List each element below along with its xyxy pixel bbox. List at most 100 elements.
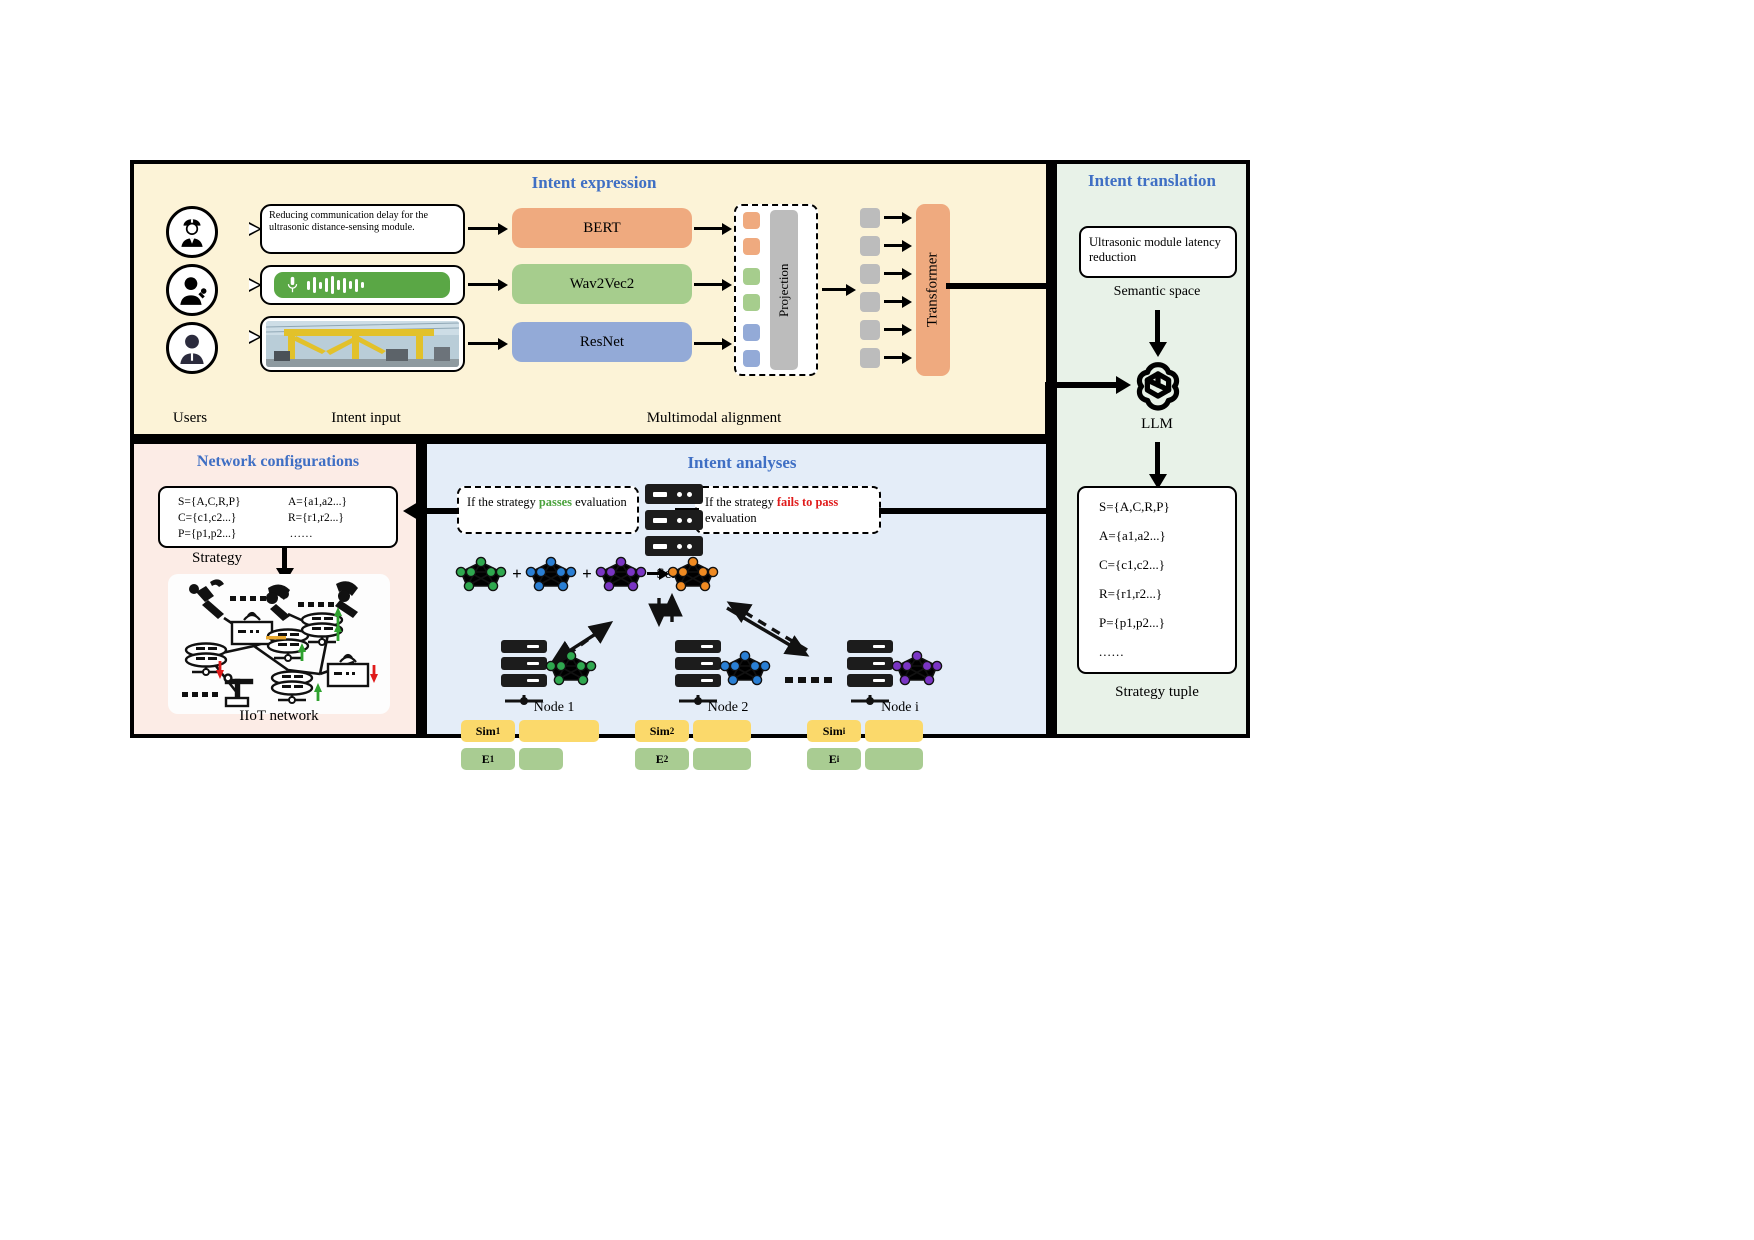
arrowhead-token4 (902, 296, 912, 308)
panel-intent-analyses: Intent analyses If the strategy passes e… (403, 438, 1055, 770)
strategy-tuple-box: S={A,C,R,P} A={a1,a2...} C={c1,c2...} R=… (1077, 486, 1237, 674)
arrowhead-text-to-bert (498, 223, 508, 235)
caption-strategy: Strategy (192, 550, 242, 566)
bubble-tail-text (249, 222, 262, 236)
arrowhead-pass-to-strategy (403, 502, 418, 520)
panel-network-configurations: Network configurations S={A,C,R,P} C={c1… (130, 438, 420, 738)
client-model-blue (525, 556, 577, 597)
node-2-model (719, 650, 771, 691)
server-unit-3 (645, 536, 703, 556)
arrow-proj-to-tokens (822, 288, 848, 292)
node-i-stand (847, 692, 893, 705)
arrowhead-aggregate (659, 568, 669, 580)
arrow-token1 (884, 216, 904, 219)
caption-strategy-tuple: Strategy tuple (1115, 684, 1199, 700)
strategy-tuple-line-6: ...... (1099, 644, 1125, 659)
caption-llm: LLM (1141, 416, 1173, 432)
e-bar-node-i-label: E (828, 751, 837, 766)
arrow-strategy-to-iiot (282, 548, 287, 572)
arrowhead-token6 (902, 352, 912, 364)
pass-condition-box: If the strategy passes evaluation (457, 486, 639, 534)
arrow-token5 (884, 328, 904, 331)
fused-token-1 (860, 208, 880, 228)
strategy-line-right-1: A={a1,a2...} (288, 496, 348, 508)
aggregation-plus-2: + (582, 564, 592, 583)
e-bar-node-1-sub: 1 (489, 754, 495, 764)
node-i-rack (847, 640, 893, 692)
node-i-model (891, 650, 943, 691)
panel-title-intent-translation: Intent translation (1088, 171, 1216, 190)
fused-token-4 (860, 292, 880, 312)
node-2-stand (675, 692, 721, 705)
arrow-resnet-to-proj (694, 342, 724, 346)
avatar-manager (166, 322, 218, 374)
node-1-stand (501, 692, 547, 705)
pass-condition-prefix: If the strategy (467, 495, 539, 509)
arrowhead-audio-to-wav (498, 279, 508, 291)
arrow-audio-to-wav (468, 283, 500, 287)
bubble-text-intent: Reducing communication delay for the ult… (260, 204, 465, 254)
caption-semantic-space: Semantic space (1113, 284, 1201, 299)
arrow-token4 (884, 300, 904, 303)
label-node-2: Node 2 (707, 700, 749, 715)
strategy-tuple-line-4: R={r1,r2...} (1099, 586, 1163, 601)
token-text-2 (743, 238, 760, 255)
arrowhead-token3 (902, 268, 912, 280)
fused-token-2 (860, 236, 880, 256)
fused-token-5 (860, 320, 880, 340)
strategy-line-right-3: ...... (290, 528, 314, 540)
e-bar-node-i-sub: i (836, 754, 840, 764)
sim-bar-node-i-label: Sim (822, 723, 843, 738)
caption-multimodal-alignment: Multimodal alignment (646, 410, 782, 426)
transformer-block (916, 204, 950, 376)
arrow-image-to-resnet (468, 342, 500, 346)
panel-title-network-configurations: Network configurations (196, 453, 360, 470)
strategy-line-left-3: P={p1,p2...} (178, 528, 237, 540)
architecture-figure: Intent expression Users Reducing communi… (130, 160, 1250, 770)
panel-intent-translation: Intent translation Ultrasonic module lat… (1050, 160, 1250, 738)
strategy-tuple-line-5: P={p1,p2...} (1099, 615, 1166, 630)
caption-users: Users (172, 410, 208, 426)
arrow-text-to-bert (468, 227, 500, 231)
strategy-line-right-2: R={r1,r2...} (288, 512, 344, 524)
client-model-purple (595, 556, 647, 597)
projection-bar (770, 210, 798, 370)
arrow-token3 (884, 272, 904, 275)
pass-condition-suffix: evaluation (571, 495, 627, 509)
encoder-resnet: ResNet (512, 322, 692, 362)
caption-intent-input: Intent input (331, 410, 401, 426)
fail-condition-prefix: If the strategy (705, 495, 777, 509)
encoder-bert-label: BERT (583, 219, 621, 236)
bubble-tail-audio (249, 278, 262, 292)
node-server-exchange-arrows (550, 592, 810, 666)
fused-token-6 (860, 348, 880, 368)
token-audio-2 (743, 294, 760, 311)
global-model-orange (667, 556, 719, 597)
arrowhead-wav-to-proj (722, 279, 732, 291)
arrowhead-resnet-to-proj (722, 338, 732, 350)
arrowhead-llm-to-tuple (1149, 474, 1167, 489)
transformer-label: Transformer (924, 252, 941, 328)
sim-bar-node-2-sub: 2 (669, 726, 675, 736)
strategy-tuple-line-3: C={c1,c2...} (1099, 557, 1166, 572)
fail-condition-highlight: fails to pass (776, 495, 839, 509)
factory-photo (266, 321, 459, 367)
strategy-line-left-2: C={c1,c2...} (178, 512, 237, 524)
token-text-1 (743, 212, 760, 229)
e-bar-node-i-fill (865, 748, 923, 770)
arrow-aggregate (647, 572, 661, 576)
strategy-tuple-line-2: A={a1,a2...} (1099, 528, 1166, 543)
sim-bar-node-1-label: Sim (475, 723, 496, 738)
token-audio-1 (743, 268, 760, 285)
iiot-network-diagram (168, 574, 390, 714)
strategy-tuple-line-1: S={A,C,R,P} (1099, 499, 1170, 514)
panel-title-intent-analyses: Intent analyses (687, 453, 797, 472)
nodes-ellipsis (785, 672, 849, 690)
avatar-technician (166, 264, 218, 316)
server-unit-1 (645, 484, 703, 504)
server-unit-2 (645, 510, 703, 530)
panel-intent-expression: Intent expression Users Reducing communi… (130, 160, 1050, 438)
arrowhead-bert-to-proj (722, 223, 732, 235)
